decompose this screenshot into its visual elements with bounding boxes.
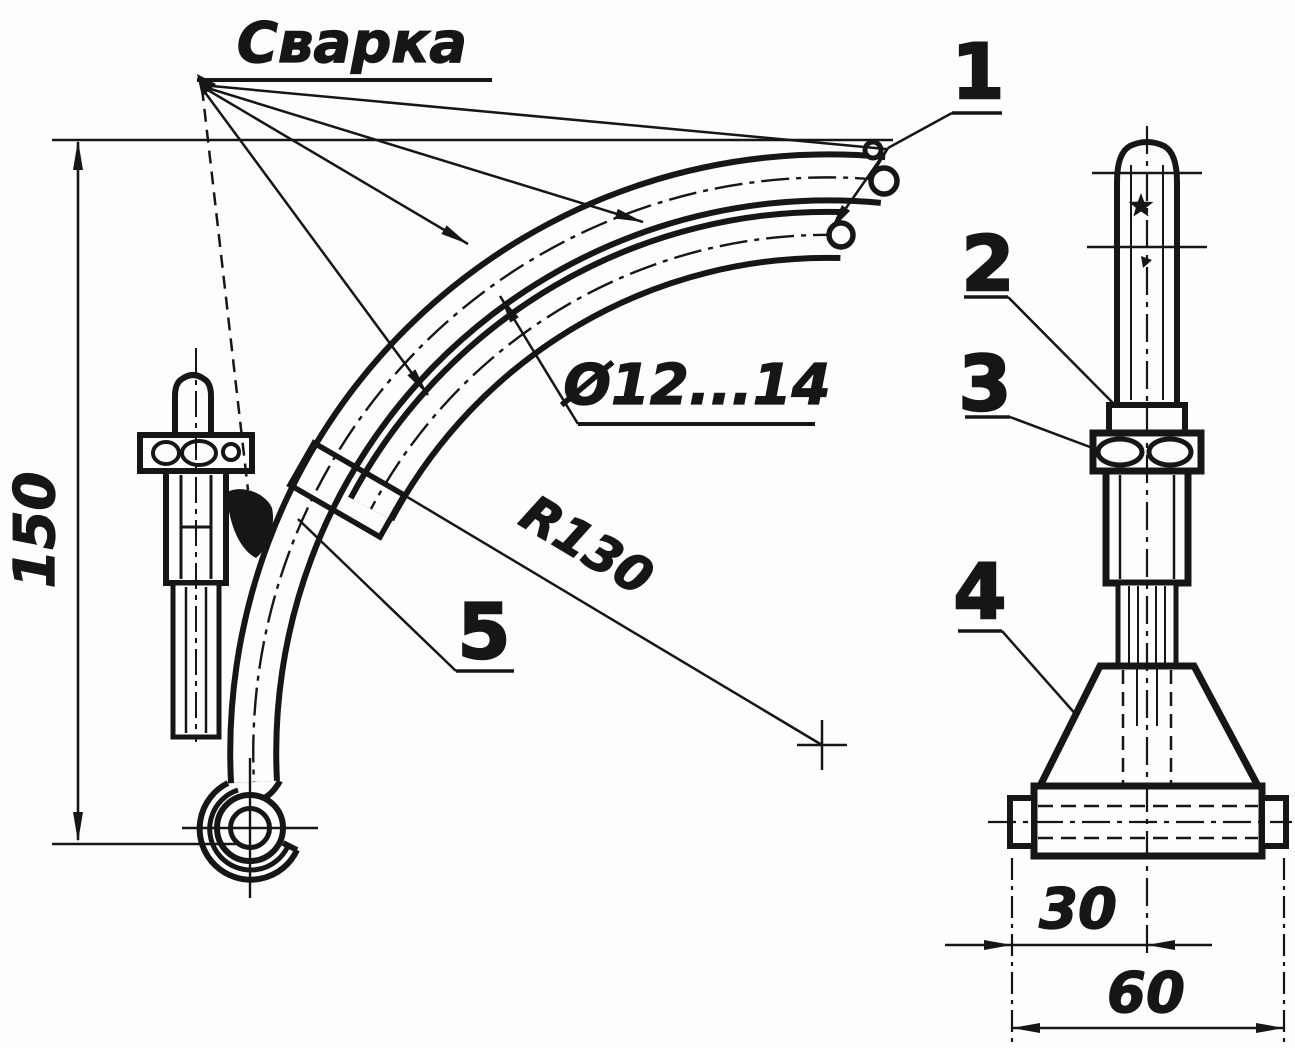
part-callouts: 1 2 3 4 5 (297, 26, 1114, 743)
part-2-label: 2 (962, 219, 1015, 308)
radius-label: R130 (511, 484, 663, 607)
height-dimension: 150 (2, 138, 893, 846)
dim-60-text: 60 (1107, 961, 1185, 1026)
part-1-label: 1 (952, 27, 1005, 116)
weld-leader-1 (200, 83, 887, 151)
hook-curl (182, 758, 318, 898)
clamp-rod-dome (172, 372, 214, 438)
weld-gusset (227, 489, 274, 558)
clamp-front (137, 348, 274, 742)
dim-30-text: 30 (1039, 877, 1117, 942)
part-1-leader (887, 111, 953, 150)
part-5-leader (297, 518, 457, 672)
outer-tube-end-rim (862, 139, 884, 161)
weld-callout: Сварка (197, 10, 887, 491)
small-mark (1141, 256, 1152, 268)
outer-tube-end-bore (868, 165, 900, 197)
weld-leader-2 (200, 84, 644, 224)
arrow-down (73, 812, 83, 842)
weld-leader-4 (199, 86, 430, 396)
radius-leader (321, 444, 823, 747)
star-mark (1128, 193, 1154, 217)
part-3-leader (1009, 415, 1099, 452)
arrow-60-right (1256, 1023, 1284, 1033)
outer-tube-centerline (252, 176, 884, 783)
arrow-up (73, 140, 83, 170)
saddle (1034, 662, 1264, 790)
diameter-label: Ø12...14 (560, 353, 830, 418)
side-view (988, 126, 1292, 956)
arrow-60-left (1012, 1023, 1040, 1033)
weld-leader-dashed (200, 87, 250, 491)
outer-tube (227, 151, 886, 784)
inner-tube-centerline (369, 233, 842, 510)
front-view (137, 139, 900, 898)
part-5-label: 5 (458, 587, 511, 676)
part-4-label: 4 (954, 547, 1007, 636)
inner-tube-end-bore (826, 220, 856, 250)
diameter-callout: Ø12...14 (498, 295, 831, 426)
part-2-leader (1007, 296, 1114, 404)
dim-150-text: 150 (3, 472, 68, 589)
width-dimensions: 30 60 (945, 858, 1286, 1044)
part-3-label: 3 (959, 339, 1012, 428)
weld-leader-3 (200, 84, 469, 246)
arrow-30-right (1147, 940, 1175, 950)
inner-tube (348, 208, 842, 522)
weld-label: Сварка (237, 11, 467, 76)
arrow-30-left (984, 940, 1012, 950)
